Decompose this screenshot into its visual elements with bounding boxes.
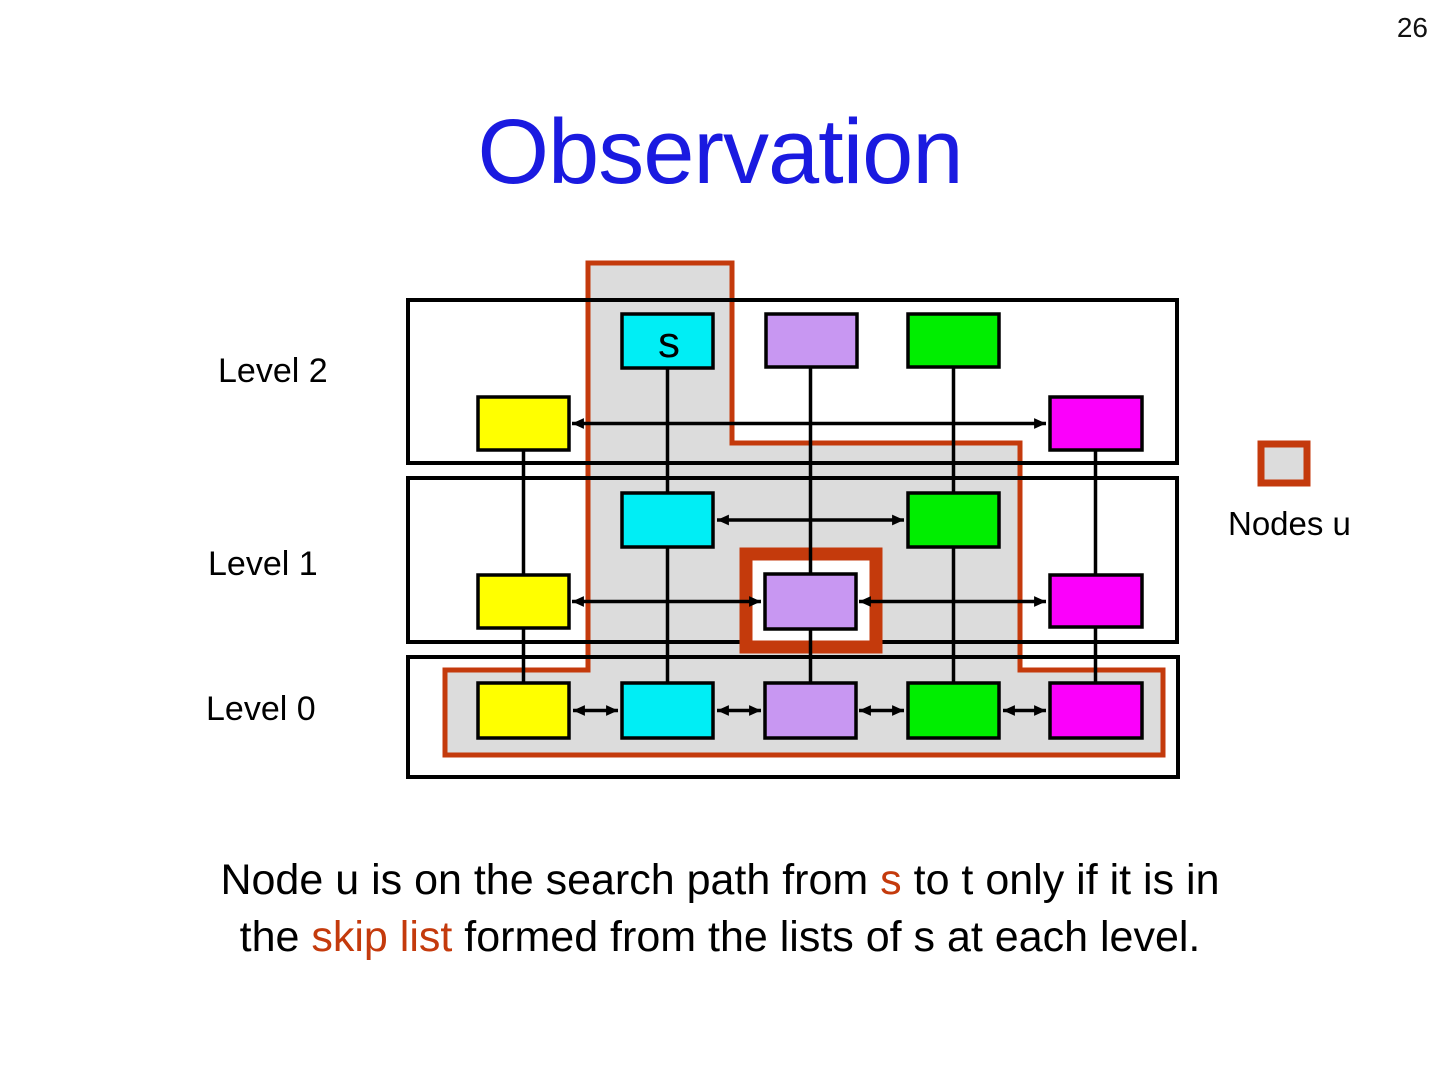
node-yellow-level2 <box>476 395 571 452</box>
node-magenta-level0 <box>1048 681 1144 740</box>
s-node-label: s <box>658 318 680 367</box>
node-u-purple-level1 <box>763 572 858 631</box>
caption-text: to t only if it is in <box>901 856 1220 904</box>
caption-line: Node u is on the search path from s to t… <box>0 852 1440 909</box>
node-magenta-level2 <box>1048 395 1144 452</box>
caption: Node u is on the search path from s to t… <box>0 852 1440 966</box>
legend-swatch <box>1257 440 1311 487</box>
caption-text: the <box>239 913 312 961</box>
level0-box <box>406 655 1180 779</box>
level2-label: Level 2 <box>218 352 328 390</box>
legend-label: Nodes u <box>1228 505 1351 542</box>
node-yellow-level1 <box>476 573 571 630</box>
node-yellow-level0 <box>476 681 571 740</box>
caption-accent-text: skip list <box>311 913 453 961</box>
level2-box <box>406 298 1179 465</box>
node-green-level1 <box>906 491 1001 549</box>
search-path-region <box>442 260 1166 758</box>
page-title: Observation <box>477 101 963 203</box>
node-magenta-level1 <box>1048 573 1144 629</box>
caption-accent-text: s <box>880 856 902 904</box>
node-cyan-level1 <box>620 491 715 549</box>
node-green-level0 <box>906 681 1001 740</box>
caption-text: formed from the lists of s at each level… <box>452 913 1201 961</box>
node-s-level2 <box>620 312 715 370</box>
page-number: 26 <box>1396 12 1428 43</box>
node-cyan-level0 <box>620 681 715 740</box>
node-green-level2 <box>906 312 1001 369</box>
level0-label: Level 0 <box>206 690 316 728</box>
node-purple-level0 <box>763 681 858 740</box>
node-purple-level2 <box>764 312 859 369</box>
caption-text: Node u is on the search path from <box>220 856 881 904</box>
caption-line: the skip list formed from the lists of s… <box>0 909 1440 966</box>
level1-label: Level 1 <box>208 545 318 583</box>
